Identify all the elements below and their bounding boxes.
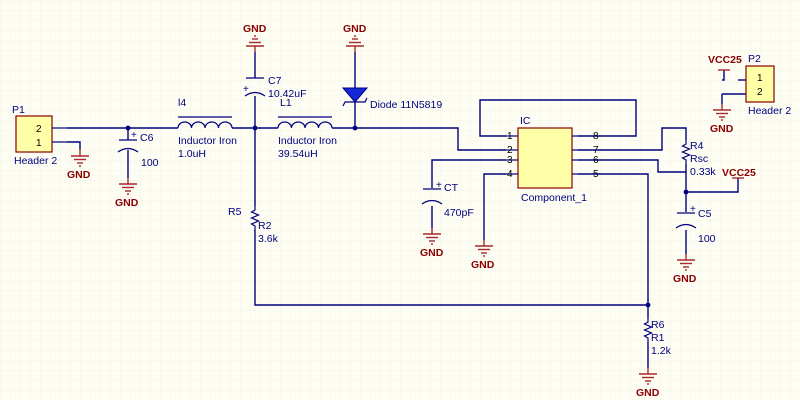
resistor-r4-value: 0.33k (690, 166, 716, 178)
capacitor-c7[interactable]: + C7 10.42uF (243, 75, 307, 100)
capacitor-c6-designator: C6 (140, 132, 154, 144)
gnd-label-r1: GND (636, 387, 660, 399)
resistor-r1-designator: R1 (651, 332, 665, 344)
ic-comment: Component_1 (521, 192, 587, 204)
capacitor-c5-designator: C5 (698, 208, 712, 220)
gnd-label-ct: GND (420, 247, 444, 259)
gnd-label-p1: GND (67, 169, 91, 181)
header-p2-comment: Header 2 (748, 105, 791, 117)
resistor-r4-extra: Rsc (690, 153, 708, 165)
inductor-l1-value: 39.54uH (278, 148, 318, 160)
ic-pin-7: 7 (593, 145, 599, 156)
ic-pin-3: 3 (507, 155, 513, 166)
ic-designator: IC (520, 115, 531, 127)
ic-pin-4: 4 (507, 169, 513, 180)
svg-text:+: + (131, 130, 137, 141)
inductor-l1-designator: L1 (280, 97, 292, 109)
gnd-label-diode: GND (343, 23, 367, 35)
inductor-l4-comment: Inductor Iron (178, 135, 237, 147)
ic-pin-6: 6 (593, 155, 599, 166)
capacitor-c7-designator: C7 (268, 75, 282, 87)
resistor-r2-designator: R2 (258, 220, 272, 232)
header-p2[interactable]: 1 2 P2 Header 2 (745, 53, 791, 117)
capacitor-c5[interactable]: + C5 100 (675, 204, 716, 245)
resistor-r2-value: 3.6k (258, 233, 279, 245)
header-p1-comment: Header 2 (14, 155, 57, 167)
power-port-vcc-p2[interactable]: VCC25 (708, 54, 742, 71)
capacitor-ct[interactable]: + CT 470pF (421, 180, 474, 219)
power-port-vcc-p2-label: VCC25 (708, 54, 742, 66)
svg-text:+: + (436, 180, 442, 191)
capacitor-c5-value: 100 (698, 233, 716, 245)
ic-pin-5: 5 (593, 169, 599, 180)
resistor-r2-net: R5 (228, 206, 242, 218)
inductor-l4-value: 1.0uH (178, 148, 206, 160)
resistor-r1-value: 1.2k (651, 345, 672, 357)
inductor-l1-comment: Inductor Iron (278, 135, 337, 147)
gnd-label-p2: GND (710, 123, 734, 135)
resistor-r2[interactable]: R5 R2 3.6k (228, 205, 279, 245)
ground-labels: GND GND GND GND GND GND GND GND GND (67, 23, 734, 399)
diode-label: Diode 11N5819 (370, 99, 442, 111)
inductor-l4[interactable]: l4 Inductor Iron 1.0uH (177, 97, 237, 160)
ic-component[interactable]: 1 2 3 4 8 7 6 5 IC Component_1 (506, 115, 599, 204)
header-p1-pin-bottom: 1 (36, 138, 42, 149)
resistor-r4-designator: R4 (690, 140, 704, 152)
header-p1-designator: P1 (12, 104, 25, 116)
ic-body (517, 127, 573, 189)
wires (67, 52, 746, 368)
gnd-label-c5: GND (673, 273, 697, 285)
diode-1n5819[interactable]: Diode 11N5819 (341, 87, 442, 111)
header-p2-body (745, 65, 775, 103)
resistor-r4[interactable]: R4 Rsc 0.33k (681, 139, 717, 178)
gnd-label-c6: GND (115, 197, 139, 209)
junction-dots (125, 125, 689, 308)
header-p1[interactable]: 2 1 P1 Header 2 (12, 104, 67, 167)
gnd-label-ic: GND (471, 259, 495, 271)
ic-pin-2: 2 (507, 145, 513, 156)
inductor-l1[interactable]: L1 Inductor Iron 39.54uH (277, 97, 337, 160)
ic-pin-8: 8 (593, 131, 599, 142)
header-p2-pin-bottom: 2 (757, 87, 763, 98)
power-port-vcc-r4[interactable]: VCC25 (722, 167, 756, 179)
header-p2-pin-top: 1 (757, 73, 763, 84)
resistor-r1[interactable]: R6 R1 1.2k (643, 317, 672, 357)
header-p1-pin-top: 2 (36, 124, 42, 135)
capacitor-c6-value: 100 (141, 157, 159, 169)
power-port-vcc-r4-label: VCC25 (722, 167, 756, 179)
capacitor-ct-designator: CT (444, 182, 459, 194)
resistor-r1-net: R6 (651, 319, 665, 331)
capacitor-c7-value: 10.42uF (268, 88, 307, 100)
ic-pin-1: 1 (507, 131, 513, 142)
gnd-label-c7: GND (243, 23, 267, 35)
capacitor-ct-value: 470pF (444, 207, 474, 219)
header-p1-body (15, 115, 53, 153)
capacitor-c6[interactable]: + C6 100 (117, 130, 159, 169)
inductor-l4-designator: l4 (178, 97, 186, 109)
svg-text:+: + (243, 84, 249, 95)
header-p2-designator: P2 (748, 53, 761, 65)
svg-text:+: + (690, 204, 696, 215)
